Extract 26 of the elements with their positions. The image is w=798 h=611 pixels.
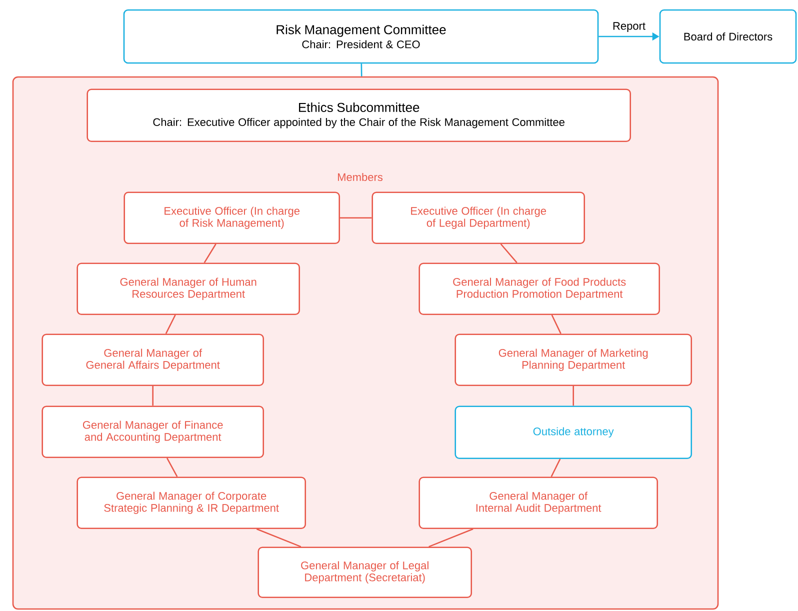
member-box: General Manager of Legal Department (Secretariat) <box>258 546 472 598</box>
member-box: General Manager of Food Products Production Promotion Department <box>418 262 660 315</box>
section-heading: Members <box>338 172 383 182</box>
member-box: General Manager of Internal Audit Department <box>418 476 658 529</box>
connector-line <box>152 386 154 406</box>
connector-line <box>550 458 561 477</box>
connector-line <box>165 314 176 334</box>
member-box: General Manager of Corporate Strategic Planning & IR Department <box>76 476 306 529</box>
board-box: Board of Directors <box>659 9 797 64</box>
connector-line <box>500 244 518 264</box>
member-box: General Manager of Finance and Accounting Department <box>42 406 264 458</box>
member-box: General Manager of Marketing Planning Department <box>454 334 692 386</box>
connector-line <box>340 217 372 218</box>
connector-line <box>551 314 562 334</box>
connector-line <box>360 64 362 76</box>
connector-line <box>166 458 178 478</box>
edge-label: Report <box>613 22 646 32</box>
subcommittee-box: Ethics Subcommittee Chair: Executive Officer appointed by the Chair of the Risk Management Committee <box>86 88 631 142</box>
member-box: Executive Officer (In charge of Risk Management) <box>124 192 340 244</box>
member-box: Executive Officer (In charge of Legal Department) <box>372 192 585 244</box>
connector-line <box>204 244 216 264</box>
member-box: General Manager of Human Resources Department <box>76 262 300 315</box>
member-box: General Manager of General Affairs Department <box>42 334 264 386</box>
attorney-box: Outside attorney <box>454 406 692 459</box>
committee-box: Risk Management Committee Chair: President & CEO <box>123 9 599 64</box>
connector-line <box>572 386 574 406</box>
